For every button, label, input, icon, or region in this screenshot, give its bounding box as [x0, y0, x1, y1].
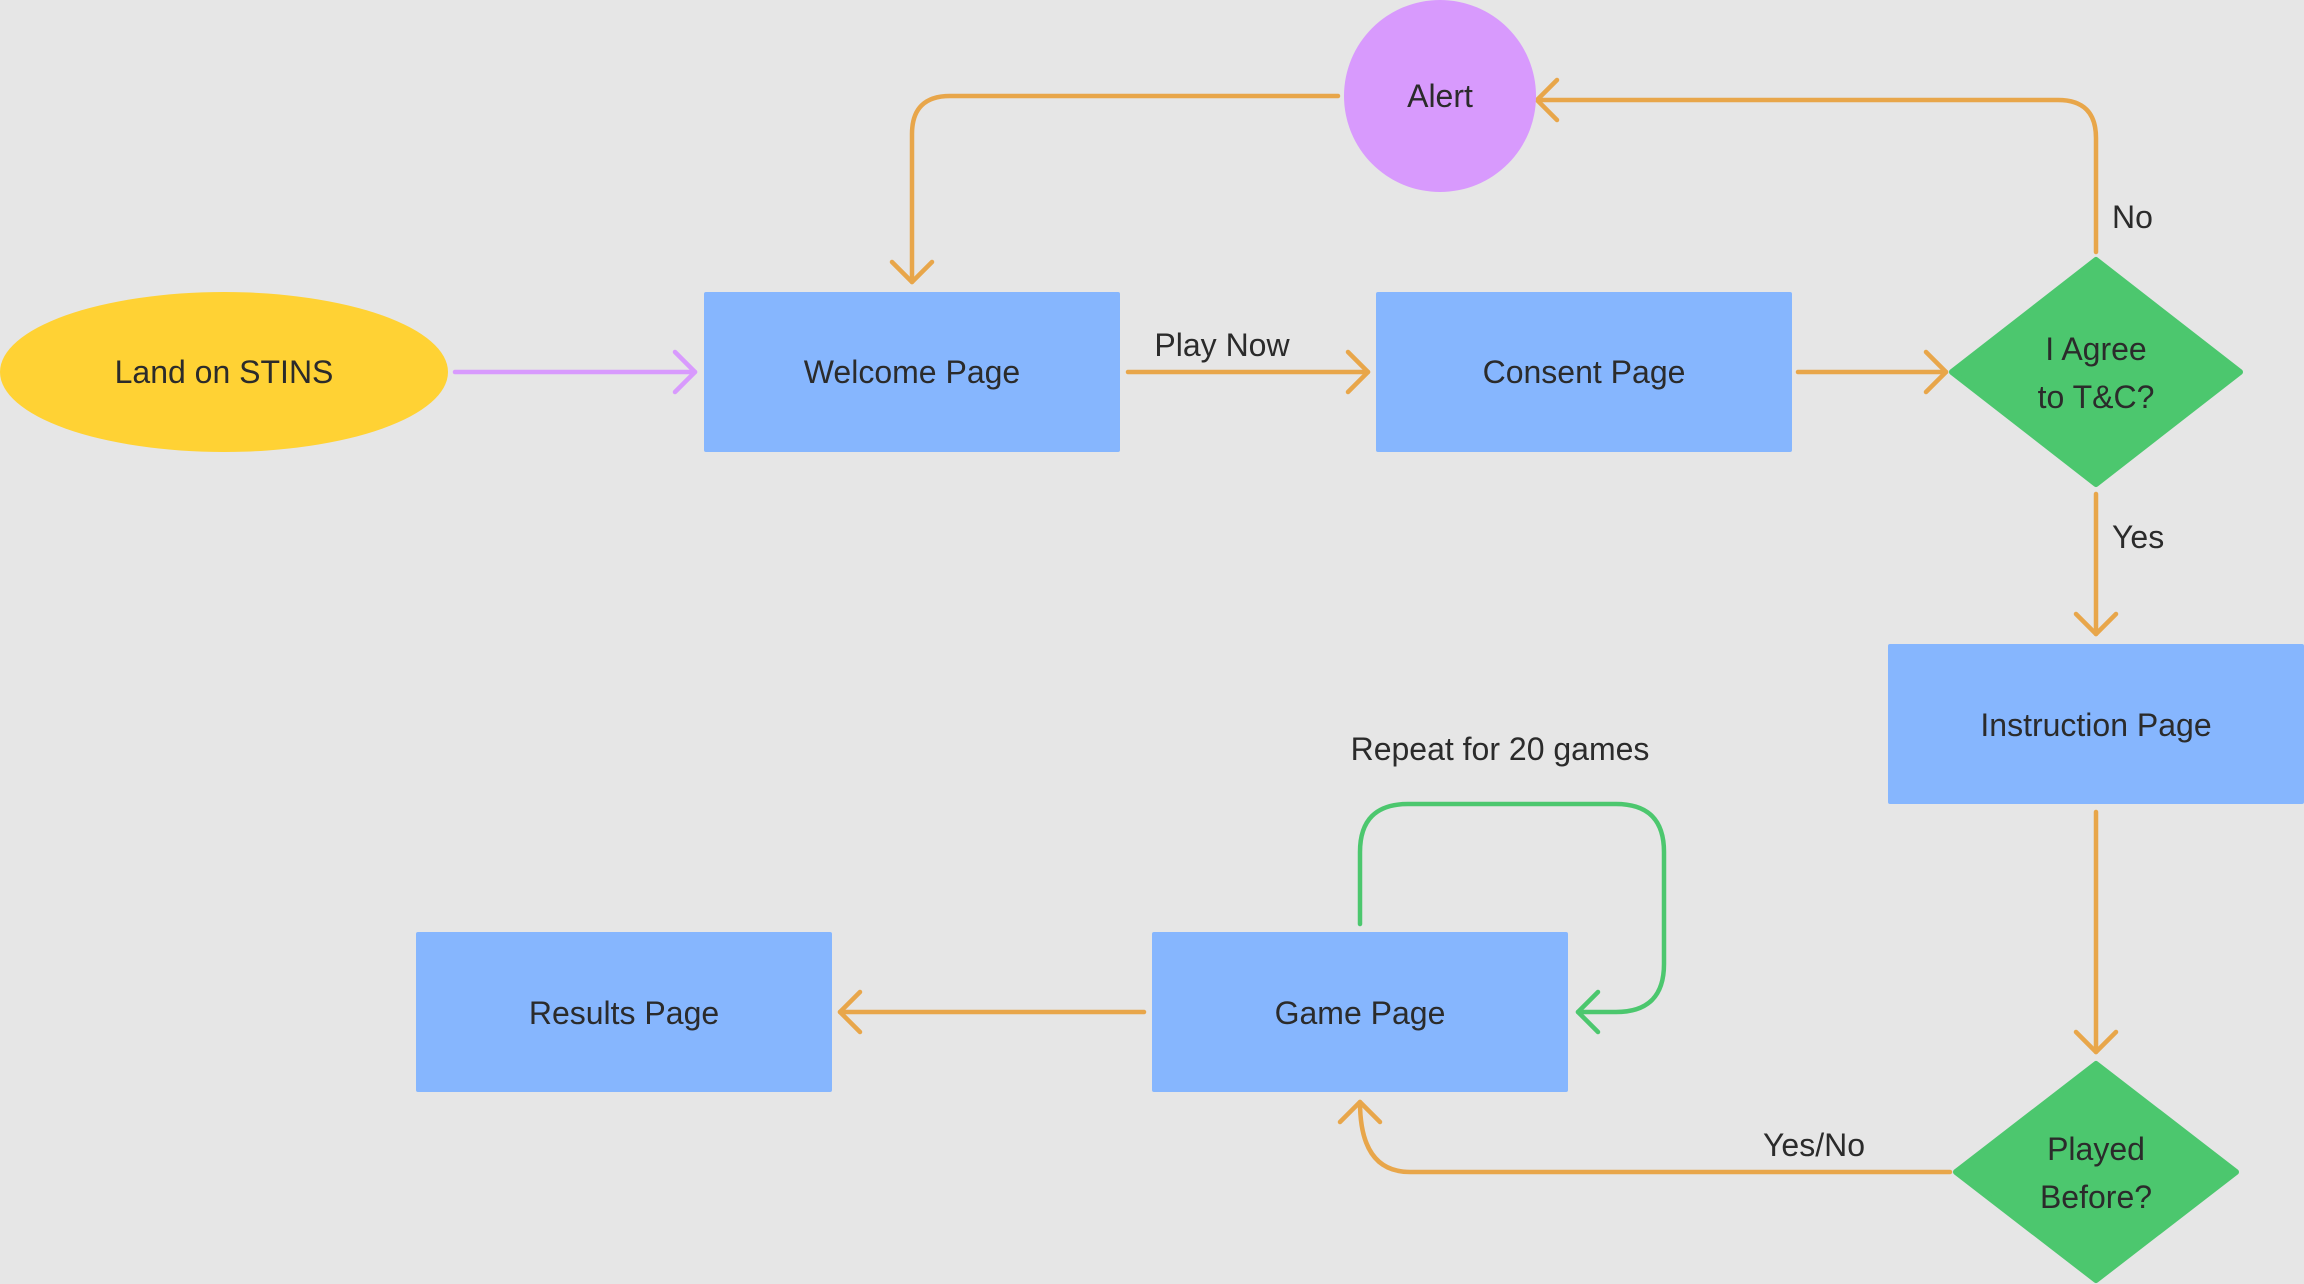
edge-label-yes-no: Yes/No [1763, 1127, 1865, 1163]
edge-label-play-now: Play Now [1154, 327, 1290, 363]
node-land-on-stins[interactable]: Land on STINS [0, 292, 448, 452]
node-alert[interactable]: Alert [1344, 0, 1536, 192]
node-played-decision-line2: Before? [2040, 1179, 2152, 1215]
edge-agree-to-instruction [2073, 491, 2119, 637]
edge-game-to-results [837, 989, 1147, 1035]
node-land-on-stins-label: Land on STINS [115, 354, 334, 390]
edge-start-to-welcome [452, 349, 698, 395]
node-game-page[interactable]: Game Page [1152, 932, 1568, 1092]
edge-alert-to-welcome [889, 93, 1341, 285]
edge-label-repeat: Repeat for 20 games [1351, 731, 1650, 767]
node-played-decision[interactable]: Played Before? [1953, 1061, 2239, 1283]
node-welcome-page[interactable]: Welcome Page [704, 292, 1120, 452]
edge-played-to-game [1337, 1099, 1953, 1175]
edge-agree-to-alert [1534, 77, 2099, 255]
node-agree-decision-line2: to T&C? [2038, 379, 2155, 415]
node-alert-label: Alert [1407, 78, 1473, 114]
edge-game-loop [1357, 801, 1667, 1035]
node-agree-decision[interactable]: I Agree to T&C? [1949, 257, 2243, 487]
edge-label-no: No [2112, 199, 2153, 235]
node-played-decision-line1: Played [2047, 1131, 2145, 1167]
edge-instruction-to-played [2073, 809, 2119, 1055]
edge-label-yes: Yes [2112, 519, 2164, 555]
edge-welcome-to-consent [1125, 349, 1371, 395]
node-instruction-page-label: Instruction Page [1980, 707, 2211, 743]
node-consent-page-label: Consent Page [1483, 354, 1686, 390]
edge-consent-to-agree [1795, 349, 1949, 395]
node-game-page-label: Game Page [1275, 995, 1446, 1031]
node-agree-decision-line1: I Agree [2045, 331, 2146, 367]
node-welcome-page-label: Welcome Page [804, 354, 1020, 390]
node-results-page[interactable]: Results Page [416, 932, 832, 1092]
node-consent-page[interactable]: Consent Page [1376, 292, 1792, 452]
node-results-page-label: Results Page [529, 995, 719, 1031]
node-instruction-page[interactable]: Instruction Page [1888, 644, 2304, 804]
